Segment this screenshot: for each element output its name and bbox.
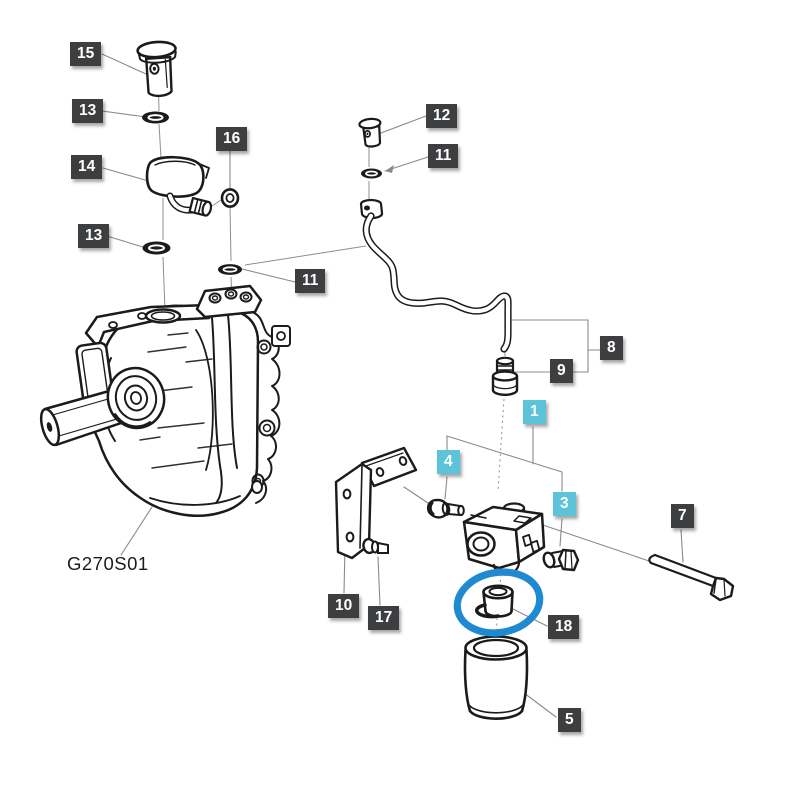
oring-part-13-upper (142, 111, 169, 124)
callout-18[interactable]: 18 (548, 615, 580, 639)
leader-lines (101, 53, 684, 718)
callout-10[interactable]: 10 (328, 594, 360, 618)
pipe-part-8 (359, 198, 512, 353)
bolt-part-17 (362, 537, 389, 555)
callout-17[interactable]: 17 (368, 606, 400, 630)
callout-3[interactable]: 3 (553, 492, 576, 516)
callout-8[interactable]: 8 (600, 336, 623, 360)
callout-14[interactable]: 14 (71, 155, 103, 179)
fitting-part-9 (491, 356, 519, 397)
elbow-part-14 (145, 155, 213, 217)
callout-1[interactable]: 1 (523, 400, 546, 424)
callout-9[interactable]: 9 (550, 359, 573, 383)
callout-16[interactable]: 16 (216, 127, 248, 151)
plug-part-12 (358, 117, 382, 148)
callout-7[interactable]: 7 (671, 504, 694, 528)
callout-13[interactable]: 13 (78, 224, 110, 248)
callout-15[interactable]: 15 (70, 42, 102, 66)
callout-11[interactable]: 11 (428, 144, 459, 168)
plug-part-15 (136, 40, 177, 98)
leader-arrowhead (385, 165, 394, 173)
oring-part-11-upper (361, 168, 382, 179)
gearbox-drawing (39, 284, 291, 517)
valve-assembly-part-1 (462, 502, 546, 576)
callout-11[interactable]: 11 (295, 269, 326, 293)
oring-part-11-left (218, 264, 242, 275)
figure-code: G270S01 (67, 553, 149, 574)
bushing-part-18 (475, 584, 514, 619)
callout-5[interactable]: 5 (558, 708, 581, 732)
bolt-part-3 (542, 548, 580, 572)
callout-12[interactable]: 12 (426, 104, 458, 128)
knob-part-4 (426, 498, 465, 519)
callout-4[interactable]: 4 (437, 450, 460, 474)
highlight-ellipse (453, 568, 544, 637)
oring-part-13-lower (142, 241, 171, 255)
bolt-part-7 (648, 553, 735, 602)
gearbox-foot-hole (251, 480, 263, 494)
oring-part-16 (220, 188, 240, 208)
callout-13[interactable]: 13 (72, 99, 104, 123)
